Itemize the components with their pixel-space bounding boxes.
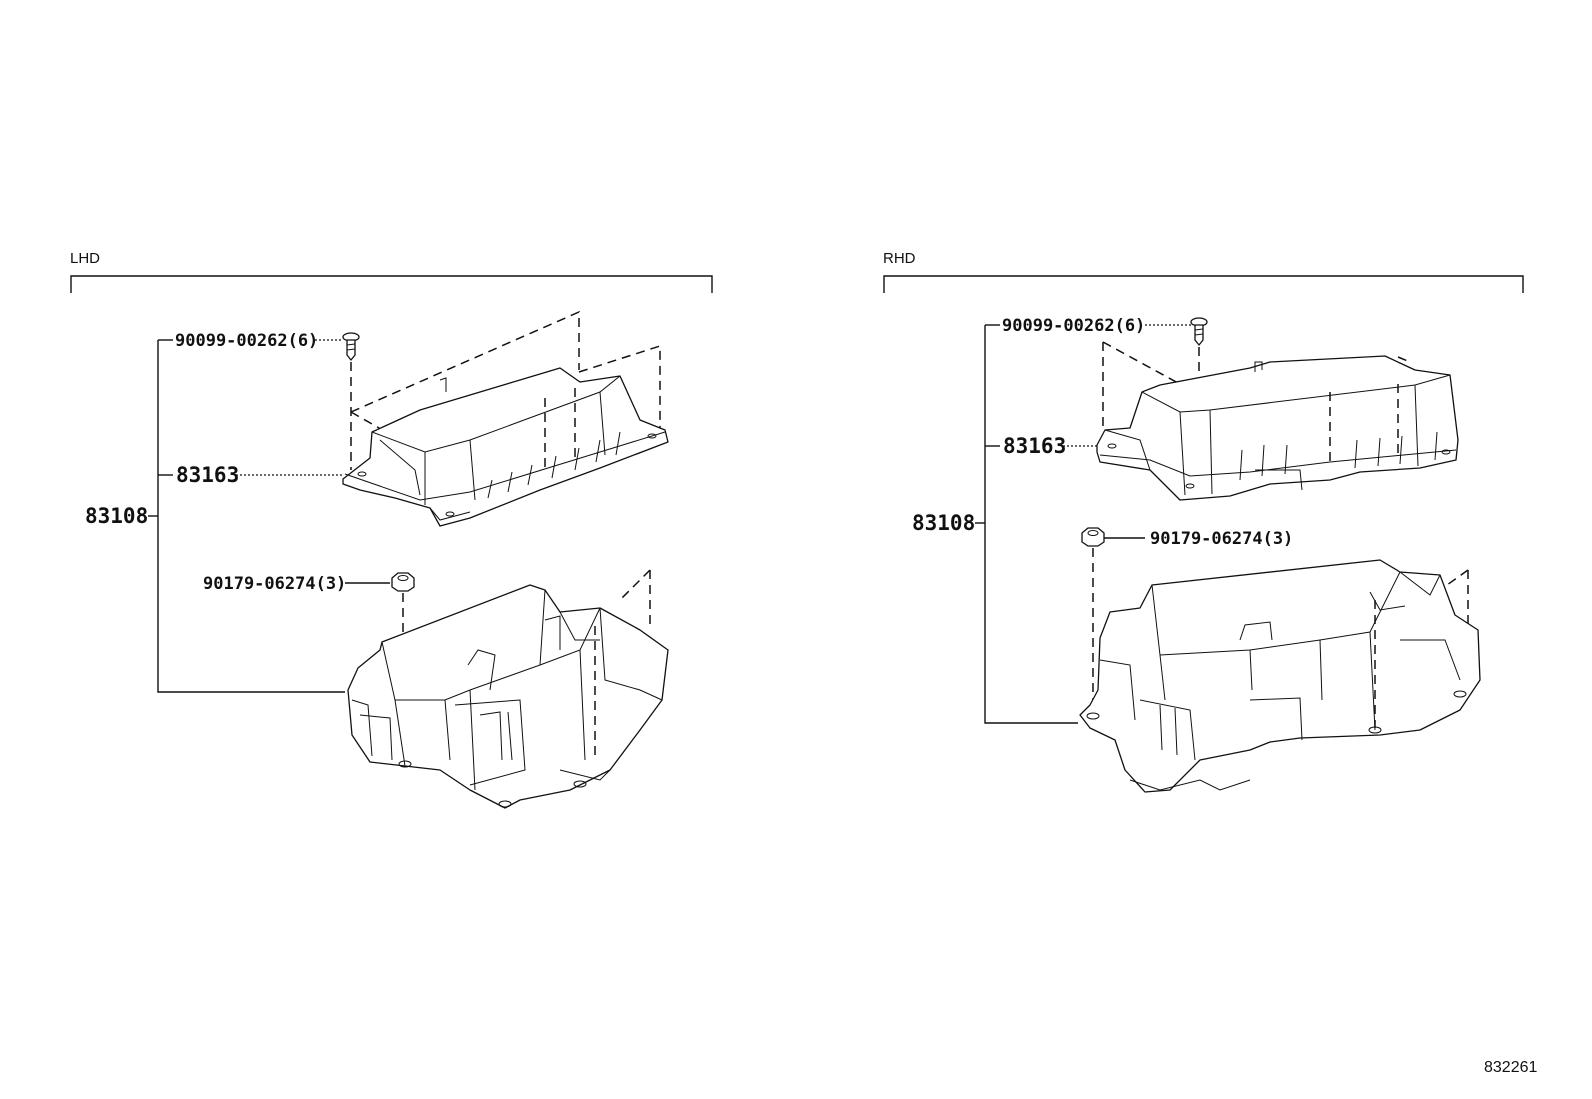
lhd-nut-icon xyxy=(391,572,415,592)
lhd-cover-drawing xyxy=(342,310,669,527)
lhd-section-title: LHD xyxy=(70,250,100,267)
lhd-screw-part-number: 90099-00262(6) xyxy=(175,331,318,351)
rhd-cover-part-number: 83163 xyxy=(1003,434,1066,458)
rhd-leader-tree xyxy=(984,325,1078,724)
diagram-reference-number: 832261 xyxy=(1484,1059,1537,1076)
lhd-cover-part-number: 83163 xyxy=(176,463,239,487)
lhd-nut-part-number: 90179-06274(3) xyxy=(203,574,346,594)
lhd-case-drawing xyxy=(347,569,669,809)
rhd-case-drawing xyxy=(1079,559,1481,793)
rhd-section-bracket xyxy=(883,275,1524,293)
lhd-leader-tree xyxy=(157,340,345,693)
rhd-cover-drawing xyxy=(1096,341,1459,501)
lhd-assembly-part-number: 83108 xyxy=(85,504,148,528)
rhd-screw-part-number: 90099-00262(6) xyxy=(1002,316,1145,336)
rhd-nut-icon xyxy=(1081,527,1105,547)
rhd-section-title: RHD xyxy=(883,250,916,267)
lhd-section-bracket xyxy=(70,275,713,293)
lhd-section: LHD 90099-00262(6) 83163 83108 90179-062… xyxy=(70,250,713,809)
rhd-nut-part-number: 90179-06274(3) xyxy=(1150,529,1293,549)
rhd-assembly-part-number: 83108 xyxy=(912,511,975,535)
rhd-screw-icon xyxy=(1190,317,1208,346)
rhd-section: RHD 90099-00262(6) 83163 83108 90179-062… xyxy=(883,250,1524,793)
lhd-screw-icon xyxy=(342,332,360,361)
